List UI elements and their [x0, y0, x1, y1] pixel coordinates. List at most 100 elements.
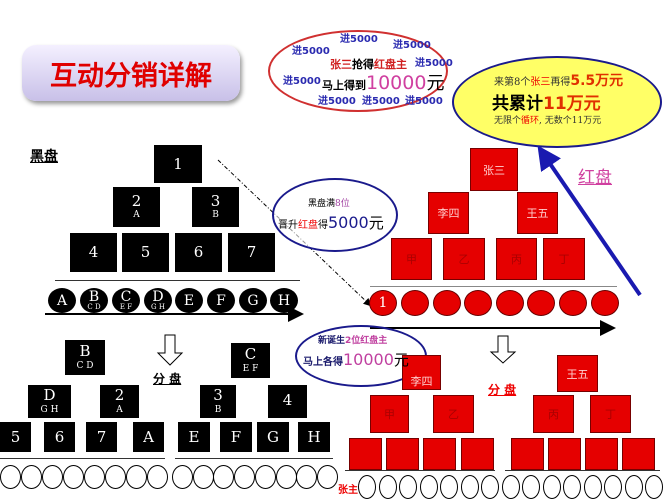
empty-circle — [234, 465, 256, 489]
black-split-box: 6 — [44, 422, 75, 452]
text: 红盘主 — [374, 58, 407, 71]
empty-circle — [63, 465, 84, 489]
box-sub: A — [116, 404, 123, 415]
red-plate-label: 红盘 — [578, 168, 612, 188]
red-box-row2: 王五 — [517, 192, 558, 234]
page-title: 互动分销详解 — [50, 60, 212, 92]
red-split-box — [622, 438, 655, 470]
empty-circle — [84, 465, 105, 489]
text: 来第8个 — [494, 77, 531, 88]
name: 张三 — [530, 77, 551, 88]
plus-5000-label: 进5000 — [415, 58, 453, 69]
red-bubble-line2: 马上得到10000元 — [322, 73, 444, 96]
yellow-line1: 来第8个张三再得5.5万元 — [494, 70, 623, 90]
red-split-box — [386, 438, 419, 470]
box-sub: B — [214, 404, 222, 415]
red-split-box — [585, 438, 618, 470]
plus-5000-label: 进5000 — [393, 40, 431, 51]
amount: 10000 — [366, 72, 427, 94]
box-label: 4 — [282, 391, 293, 410]
red-circle — [496, 290, 524, 316]
unit: 元 — [368, 214, 384, 232]
text: 共累计 — [492, 94, 543, 114]
name: 张三 — [330, 58, 352, 71]
down-arrow-icon — [156, 334, 184, 366]
red-split-box — [548, 438, 581, 470]
box-label: 6 — [193, 243, 204, 262]
box-sub: B — [212, 210, 219, 221]
circle-label: 1 — [378, 295, 388, 311]
red-circle — [433, 290, 461, 316]
text: 黑盘满 — [308, 199, 336, 209]
yellow-ellipse-callout — [452, 56, 662, 148]
box-label: 4 — [88, 243, 99, 262]
box-sub: C D — [76, 360, 94, 371]
box-label: H — [307, 427, 321, 446]
black-circle: F — [207, 288, 235, 313]
empty-circle — [126, 465, 147, 489]
text: 8位 — [335, 199, 350, 209]
box-label: G — [267, 427, 279, 446]
black-plate-label: 黑盘 — [30, 149, 58, 165]
red-circle — [527, 290, 555, 316]
bubble1-line2: 晋升红盘得5000元 — [278, 212, 384, 233]
plus-5000-label: 进5000 — [318, 96, 356, 107]
divider — [0, 458, 165, 459]
red-circle — [464, 290, 492, 316]
plus-5000-label: 进5000 — [340, 34, 378, 45]
circle-sub: E F — [119, 303, 133, 311]
empty-circle — [645, 475, 663, 499]
box-label: C — [244, 345, 257, 364]
black-split-box: F — [220, 422, 252, 452]
box-label: 1 — [173, 154, 183, 173]
split-label: 分 盘 — [153, 372, 182, 386]
box-label: B — [79, 342, 91, 361]
empty-circle — [296, 465, 318, 489]
box-label: 5 — [140, 243, 151, 262]
amount: 5.5万元 — [570, 73, 624, 89]
black-split-box: H — [298, 422, 330, 452]
empty-circle — [624, 475, 643, 499]
blue-ellipse-callout — [272, 178, 398, 252]
red-box-row3: 乙 — [443, 238, 485, 280]
circle-label: H — [277, 292, 291, 309]
text: 马上得到 — [322, 79, 366, 92]
black-box-1: 1 — [154, 145, 202, 183]
circle-label: B — [88, 289, 100, 305]
box-label: 丁 — [558, 253, 570, 266]
text: 马上各得 — [303, 357, 343, 368]
text: 晋升 — [278, 220, 298, 231]
black-split-box: 5 — [0, 422, 31, 452]
circle-label: G — [247, 292, 259, 309]
box-label: 王五 — [566, 367, 589, 381]
red-circle — [591, 290, 619, 316]
black-split-box: E — [178, 422, 210, 452]
empty-circle — [501, 475, 520, 499]
empty-circle — [563, 475, 581, 499]
text: 新诞生 — [318, 336, 346, 346]
red-split-box — [349, 438, 382, 470]
red-split-box — [461, 438, 494, 470]
empty-circle — [105, 465, 126, 489]
text: 循环 — [521, 116, 540, 126]
box-label: 张三 — [483, 163, 505, 177]
red-circle — [401, 290, 429, 316]
black-box-5: 5 — [122, 233, 169, 272]
box-label: 乙 — [458, 253, 470, 266]
empty-circle — [522, 475, 540, 499]
red-box-top: 张三 — [470, 148, 518, 191]
empty-circle — [481, 475, 499, 499]
box-label: 3 — [210, 191, 221, 210]
box-label: 2 — [131, 191, 142, 210]
divider — [505, 470, 660, 471]
red-split-top: 王五 — [557, 355, 598, 392]
text: 抢得 — [352, 58, 374, 71]
red-box-row2: 李四 — [428, 192, 469, 234]
empty-circle — [192, 465, 214, 489]
text: 再得 — [550, 77, 571, 88]
down-arrow-icon — [489, 335, 517, 364]
text: 无限个 — [494, 116, 522, 126]
